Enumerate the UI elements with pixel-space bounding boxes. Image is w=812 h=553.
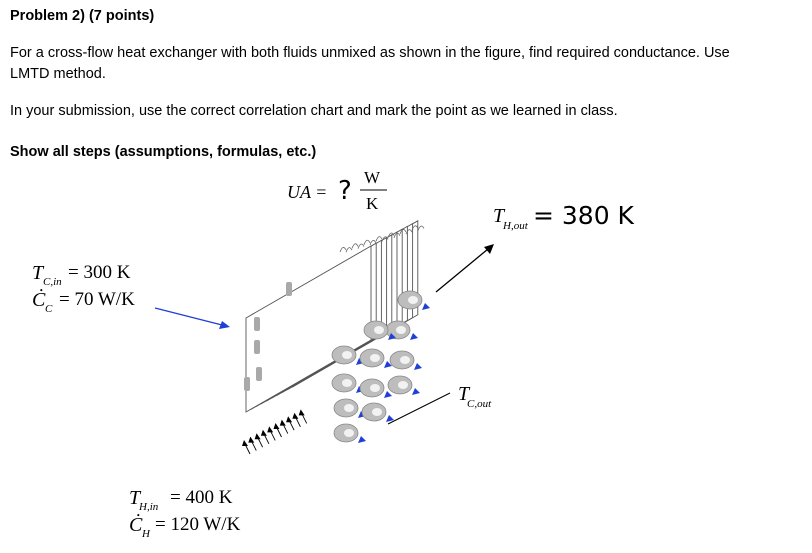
plate-tab [244, 377, 250, 391]
tube-flow-arrow [386, 415, 394, 422]
handwritten-question-mark: ? [338, 176, 352, 206]
cold-outlet-leader [387, 392, 451, 425]
cold-inlet-arrow [154, 307, 230, 329]
problem-statement-line-1: For a cross-flow heat exchanger with bot… [10, 45, 730, 61]
fin [405, 229, 413, 235]
fin [387, 232, 395, 238]
cc-symbol: Ċ [32, 289, 46, 311]
hot-inlet-head [298, 409, 305, 416]
tube-flow-arrow [410, 333, 418, 340]
tube-flow-arrow [384, 361, 392, 368]
fin [357, 243, 365, 249]
ua-label: UA = [287, 182, 328, 202]
fin [417, 225, 425, 231]
cc-subscript: C [45, 303, 53, 315]
tube [333, 398, 366, 418]
problem-title: Problem 2) (7 points) [10, 8, 155, 24]
tube [387, 375, 420, 395]
fin [351, 243, 359, 249]
tube-flow-arrow [384, 391, 392, 398]
tc-in-value: = 300 K [68, 262, 131, 283]
hot-inlet-head [248, 436, 255, 443]
handwritten-th-out-answer: = 380 K [533, 201, 634, 230]
hot-inlet-head [273, 423, 280, 429]
fin [363, 239, 371, 245]
tc-in-symbol: T [32, 262, 44, 284]
th-in-value: = 400 K [170, 487, 233, 508]
hot-inlet-head [260, 429, 267, 436]
tube-flow-arrow [422, 303, 430, 310]
tube [363, 320, 396, 340]
tube [359, 378, 392, 398]
tc-out-symbol: T [458, 383, 470, 405]
th-in-symbol: T [129, 487, 141, 509]
top-fins [339, 225, 425, 253]
instruction-line: In your submission, use the correct corr… [10, 103, 618, 119]
fin [411, 225, 419, 231]
unit-numerator: W [364, 168, 381, 187]
fin [399, 229, 407, 235]
plate-tab [254, 340, 260, 354]
th-out-subscript: H,out [503, 220, 528, 232]
hot-inlet-head [292, 412, 299, 419]
fin [393, 232, 401, 238]
hot-outlet-arrow [435, 244, 494, 293]
ch-value: = 120 W/K [155, 514, 241, 535]
heat-exchanger-plates [245, 220, 419, 413]
fin [369, 240, 377, 246]
hot-inlet-head [286, 416, 293, 423]
tube [333, 423, 366, 443]
cold-flow-tubes [244, 282, 430, 443]
plate-tab [254, 317, 260, 331]
unit-denominator: K [366, 194, 379, 213]
tube-flow-arrow [412, 388, 420, 395]
tube [331, 373, 364, 393]
tube-flow-arrow [414, 363, 422, 370]
cc-value: = 70 W/K [59, 289, 135, 310]
fin [339, 247, 347, 253]
plate-tab [286, 282, 292, 296]
hot-inlet-head [279, 419, 286, 426]
hot-inlet-arrows [242, 409, 308, 455]
tube [397, 290, 430, 310]
hot-inlet-head [254, 433, 261, 440]
hot-inlet-head [242, 440, 248, 446]
fin [381, 236, 389, 242]
tube [359, 348, 392, 368]
plate-tab [256, 367, 262, 381]
fin [345, 247, 353, 253]
ch-subscript: H [142, 528, 150, 540]
problem-statement-line-2: LMTD method. [10, 66, 106, 82]
hot-inlet-head [267, 426, 274, 433]
tube [361, 402, 394, 422]
tube-flow-arrow [388, 333, 396, 340]
show-steps-line: Show all steps (assumptions, formulas, e… [10, 144, 317, 160]
th-out-symbol: T [493, 205, 505, 227]
tc-out-subscript: C,out [467, 398, 492, 410]
tube-flow-arrow [358, 436, 366, 443]
ch-symbol: Ċ [129, 514, 143, 536]
tube [389, 350, 422, 370]
th-in-subscript: H,in [139, 501, 159, 513]
fin [375, 236, 383, 242]
tc-in-subscript: C,in [43, 276, 62, 288]
